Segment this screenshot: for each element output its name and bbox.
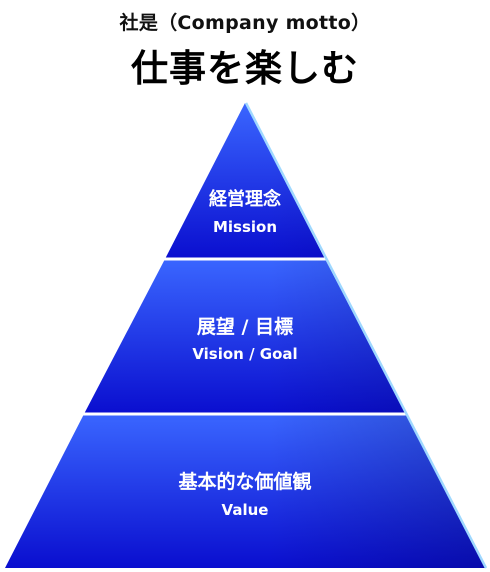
tier-value-subtitle: Value <box>222 501 269 519</box>
tier-vision-goal-subtitle: Vision / Goal <box>192 345 297 363</box>
tier-mission-subtitle: Mission <box>213 218 277 236</box>
pyramid-right-shading <box>5 103 485 568</box>
header: 社是（Company motto） 仕事を楽しむ <box>0 0 490 100</box>
company-motto-label: 社是（Company motto） <box>119 12 371 34</box>
tier-mission-title: 経営理念 <box>209 188 281 210</box>
tier-vision-goal-title: 展望 / 目標 <box>197 315 293 338</box>
motto-title: 仕事を楽しむ <box>131 47 359 90</box>
tier-value-title: 基本的な価値観 <box>177 470 311 493</box>
pyramid-edge-highlight <box>244 102 488 569</box>
